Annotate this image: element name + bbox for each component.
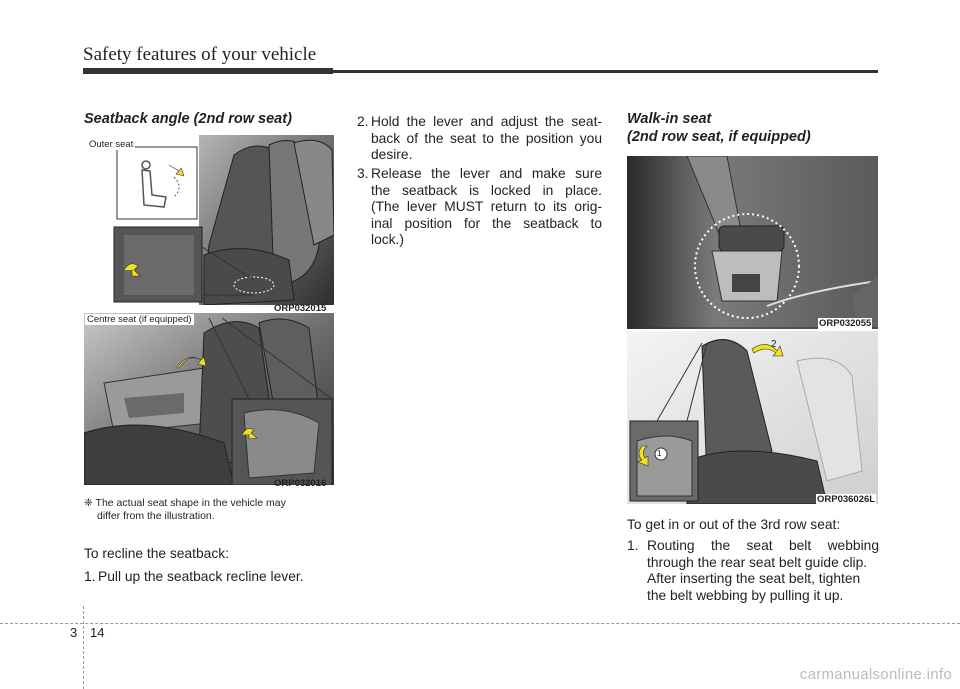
figure-seat-belt-guide — [627, 156, 878, 329]
figure-walk-in-seat — [627, 331, 878, 504]
footer-divider — [83, 606, 84, 689]
figure-centre-seat — [84, 313, 334, 485]
figure-label-centre-seat: Centre seat (if equipped) — [85, 314, 194, 325]
page-header: Safety features of your vehicle — [83, 44, 317, 65]
illustration-note: ❈ The actual seat shape in the vehicle m… — [84, 497, 286, 522]
page-number: 14 — [90, 625, 105, 640]
watermark: carmanualsonline.info — [799, 666, 952, 683]
recline-intro: To recline the seatback: — [84, 546, 229, 561]
section-title-seatback: Seatback angle (2nd row seat) — [84, 111, 292, 127]
figure-code-1: ORP032015 — [274, 303, 327, 314]
note-symbol: ❈ — [84, 497, 93, 509]
figure-code-2: ORP032016 — [274, 478, 327, 489]
walk-in-intro: To get in or out of the 3rd row seat: — [627, 517, 841, 532]
callout-1: 1 — [657, 449, 662, 458]
figure-code-3: ORP032055 — [818, 318, 873, 329]
header-rule-accent — [83, 68, 333, 74]
figure-outer-seat — [84, 135, 334, 305]
chapter-number: 3 — [70, 625, 78, 640]
header-rule — [83, 70, 878, 73]
section-title-walk-in: Walk-in seat (2nd row seat, if equipped) — [627, 111, 811, 145]
figure-code-4: ORP036026L — [816, 494, 877, 505]
footer-rule — [0, 623, 960, 624]
callout-2: 2 — [771, 339, 777, 350]
figure-label-outer-seat: Outer seat — [87, 139, 136, 150]
